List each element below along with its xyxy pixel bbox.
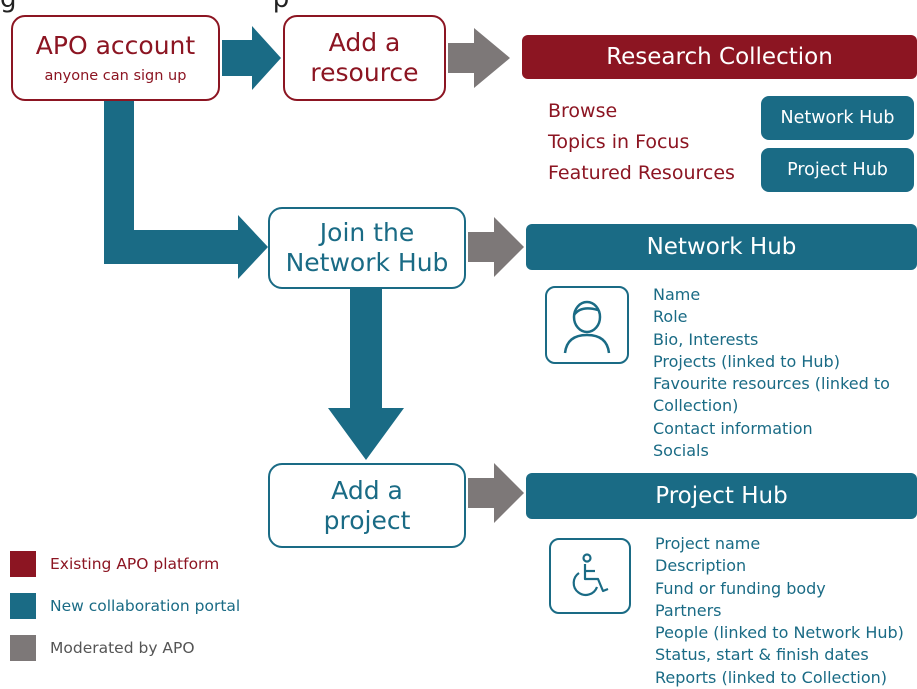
research-collection-bar: Research Collection <box>522 35 917 79</box>
accessibility-wheelchair-icon <box>549 538 631 614</box>
wheelchair-icon-svg <box>572 553 609 597</box>
arrow-join-to-network-hub <box>468 217 524 277</box>
legend-item-existing: Existing APO platform <box>10 549 270 579</box>
field-socials: Socials <box>653 441 709 461</box>
project-hub-bar: Project Hub <box>526 473 917 519</box>
field-project-name: Project name <box>655 534 761 553</box>
field-contact-information: Contact information <box>653 418 813 438</box>
legend: Existing APO platform New collaboration … <box>10 549 270 663</box>
legend-label-moderated: Moderated by APO <box>50 639 195 657</box>
field-collection: Collection) <box>653 396 739 416</box>
apo-account-node: APO account anyone can sign up <box>11 15 220 101</box>
legend-label-existing: Existing APO platform <box>50 555 220 573</box>
network-hub-bar: Network Hub <box>526 224 917 270</box>
research-collection-title: Research Collection <box>606 44 833 70</box>
field-description: Description <box>655 556 747 576</box>
join-network-hub-node: Join the Network Hub <box>268 207 466 289</box>
field-bio-interests: Bio, Interests <box>653 329 759 349</box>
add-project-node: Add a project <box>268 463 466 548</box>
project-hub-button: Project Hub <box>761 148 914 192</box>
field-role: Role <box>653 307 688 327</box>
arrow-account-to-join-hub <box>104 101 268 279</box>
field-favourite-resources: Favourite resources (linked to <box>653 374 890 394</box>
network-hub-button-label: Network Hub <box>780 108 895 128</box>
field-status-dates: Status, start & finish dates <box>655 645 869 665</box>
link-browse: Browse <box>548 100 618 122</box>
arrow-join-to-project <box>328 288 404 460</box>
network-hub-button: Network Hub <box>761 96 914 140</box>
add-resource-node: Add a resource <box>283 15 446 101</box>
add-project-line1: Add a <box>331 475 403 505</box>
project-hub-button-label: Project Hub <box>787 160 888 180</box>
field-reports: Reports (linked to Collection) <box>655 667 888 687</box>
join-hub-line1: Join the <box>319 218 415 247</box>
page-title-fragment: g p <box>0 0 400 14</box>
add-resource-line2: resource <box>310 58 419 87</box>
add-resource-line1: Add a <box>328 28 401 57</box>
field-fund: Fund or funding body <box>655 578 826 598</box>
project-hub-title: Project Hub <box>655 483 788 509</box>
legend-item-moderated: Moderated by APO <box>10 633 270 663</box>
join-hub-line2: Network Hub <box>285 248 449 277</box>
field-partners: Partners <box>655 600 722 620</box>
field-name: Name <box>653 285 701 304</box>
apo-account-title: APO account <box>35 31 196 60</box>
field-projects: Projects (linked to Hub) <box>653 351 840 371</box>
arrow-resource-to-collection <box>448 28 510 88</box>
field-people: People (linked to Network Hub) <box>655 623 904 643</box>
project-hub-fields: Project name Description Fund or funding… <box>655 533 917 689</box>
link-topics-in-focus: Topics in Focus <box>548 131 690 153</box>
add-project-line2: project <box>323 505 411 535</box>
legend-swatch-collaboration <box>10 593 36 619</box>
person-avatar-icon-svg <box>563 300 611 354</box>
legend-label-collaboration: New collaboration portal <box>50 597 241 615</box>
arrow-account-to-resource <box>222 26 281 90</box>
research-collection-links: Browse Topics in Focus Featured Resource… <box>548 96 768 189</box>
person-avatar-icon <box>545 286 629 364</box>
arrow-project-to-project-hub <box>468 463 524 523</box>
network-hub-title: Network Hub <box>646 234 797 260</box>
link-featured-resources: Featured Resources <box>548 162 735 184</box>
legend-swatch-existing <box>10 551 36 577</box>
page-title-text: g p <box>0 0 289 14</box>
apo-account-subtitle: anyone can sign up <box>44 68 187 84</box>
legend-swatch-moderated <box>10 635 36 661</box>
legend-item-collaboration: New collaboration portal <box>10 591 270 621</box>
network-hub-fields: Name Role Bio, Interests Projects (linke… <box>653 284 915 462</box>
